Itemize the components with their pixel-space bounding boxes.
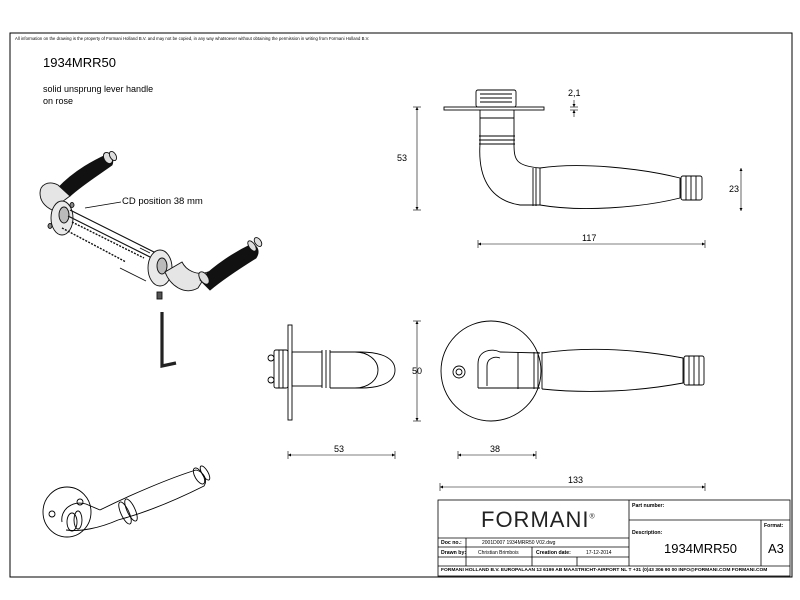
drawn-by-label: Drawn by:	[441, 550, 467, 556]
part-number-value: 1934MRR50	[664, 541, 737, 556]
cd-position-label: CD position 38 mm	[122, 196, 203, 207]
description-label: Description:	[632, 530, 663, 536]
drawn-by-value: Christian Brimbois	[478, 550, 519, 556]
dim-side-depth: 53	[334, 444, 345, 454]
dim-rose-diameter: 50	[412, 366, 423, 376]
title-block-frame	[437, 499, 791, 577]
format-label: Format:	[764, 523, 784, 529]
company-footer: FORMANI HOLLAND B.V. EUROPALAAN 12 6199 …	[441, 568, 768, 573]
logo-text: FORMANI	[481, 507, 590, 532]
part-number-label: Part number:	[632, 503, 665, 509]
doc-no-label: Doc no.:	[441, 540, 462, 546]
description-line-1: solid unsprung lever handle	[43, 84, 154, 94]
dim-plate-thickness: 2,1	[568, 88, 581, 98]
dim-lever-end: 23	[729, 184, 740, 194]
dim-total-length: 133	[568, 475, 584, 485]
doc-no-value: 2001D007 1934MRR50 V02.dwg	[482, 540, 556, 546]
dim-height: 53	[397, 153, 408, 163]
logo-registered-mark: ®	[589, 513, 596, 521]
product-description: solid unsprung lever handle on rose	[43, 83, 183, 107]
creation-date-label: Creation date:	[536, 550, 571, 556]
product-code: 1934MRR50	[43, 55, 116, 70]
dim-rose-to-lever: 38	[490, 444, 501, 454]
copyright-notice: All information on the drawing is the pr…	[15, 36, 370, 41]
side-view	[267, 324, 396, 421]
exploded-view	[39, 150, 263, 368]
perspective-view	[42, 465, 211, 538]
format-value: A3	[768, 541, 784, 556]
description-line-2: on rose	[43, 96, 74, 106]
front-view	[440, 320, 705, 422]
formani-logo: FORMANI®	[481, 507, 596, 533]
creation-date-value: 17-12-2014	[586, 550, 612, 556]
dim-projection: 117	[582, 233, 597, 243]
top-view	[443, 89, 703, 209]
